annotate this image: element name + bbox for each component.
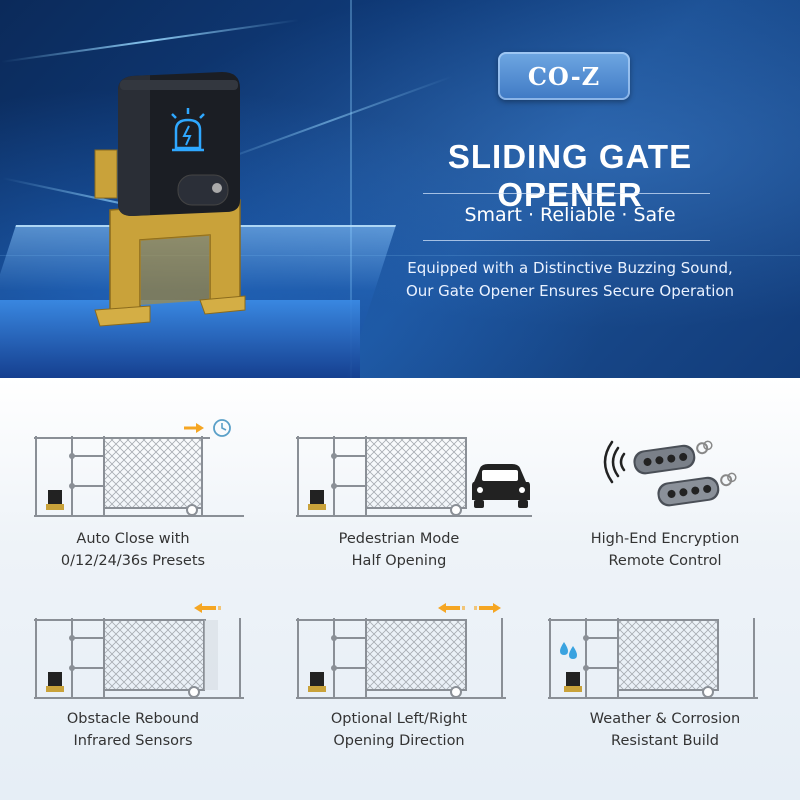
feature-remote-control: High-End Encryption Remote Control (532, 408, 798, 608)
feature-caption: High-End Encryption Remote Control (590, 531, 740, 569)
features-section: Auto Close with 0/12/24/36s Presets (0, 378, 800, 800)
brand-logo: CO-Z (498, 52, 630, 100)
arrows-both-icon (438, 603, 501, 613)
gate-opener-product-image (94, 72, 246, 327)
feature-caption: Auto Close with 0/12/24/36s Presets (60, 531, 206, 569)
hero-tagline: Smart · Reliable · Safe (464, 204, 676, 226)
feature-caption: Optional Left/Right Opening Direction (330, 711, 468, 749)
feature-weather-resistant: Weather & Corrosion Resistant Build (532, 590, 798, 790)
gate-diagram (34, 603, 244, 699)
gate-diagram (296, 603, 506, 699)
feature-caption: Pedestrian Mode Half Opening (338, 531, 460, 569)
car-icon (472, 464, 530, 508)
feature-auto-close: Auto Close with 0/12/24/36s Presets (0, 408, 266, 608)
feature-pedestrian-mode: Pedestrian Mode Half Opening (266, 408, 532, 608)
gate-diagram (34, 419, 244, 517)
feature-caption: Obstacle Rebound Infrared Sensors (66, 711, 200, 749)
remote-control-icon (603, 440, 737, 507)
feature-opening-direction: Optional Left/Right Opening Direction (266, 590, 532, 790)
arrow-left-icon (194, 603, 221, 613)
hero-banner: CO-Z SLIDING GATE OPENER Smart · Reliabl… (0, 0, 800, 378)
hero-title: SLIDING GATE OPENER (447, 138, 693, 213)
gate-diagram (296, 436, 532, 517)
divider (423, 193, 710, 194)
feature-obstacle-rebound: Obstacle Rebound Infrared Sensors (0, 590, 266, 790)
feature-caption: Weather & Corrosion Resistant Build (589, 711, 741, 749)
gate-diagram (548, 618, 758, 699)
clock-icon (213, 419, 231, 437)
divider (423, 240, 710, 241)
water-drop-icon (560, 642, 577, 659)
hero-description: Equipped with a Distinctive Buzzing Soun… (405, 259, 735, 300)
